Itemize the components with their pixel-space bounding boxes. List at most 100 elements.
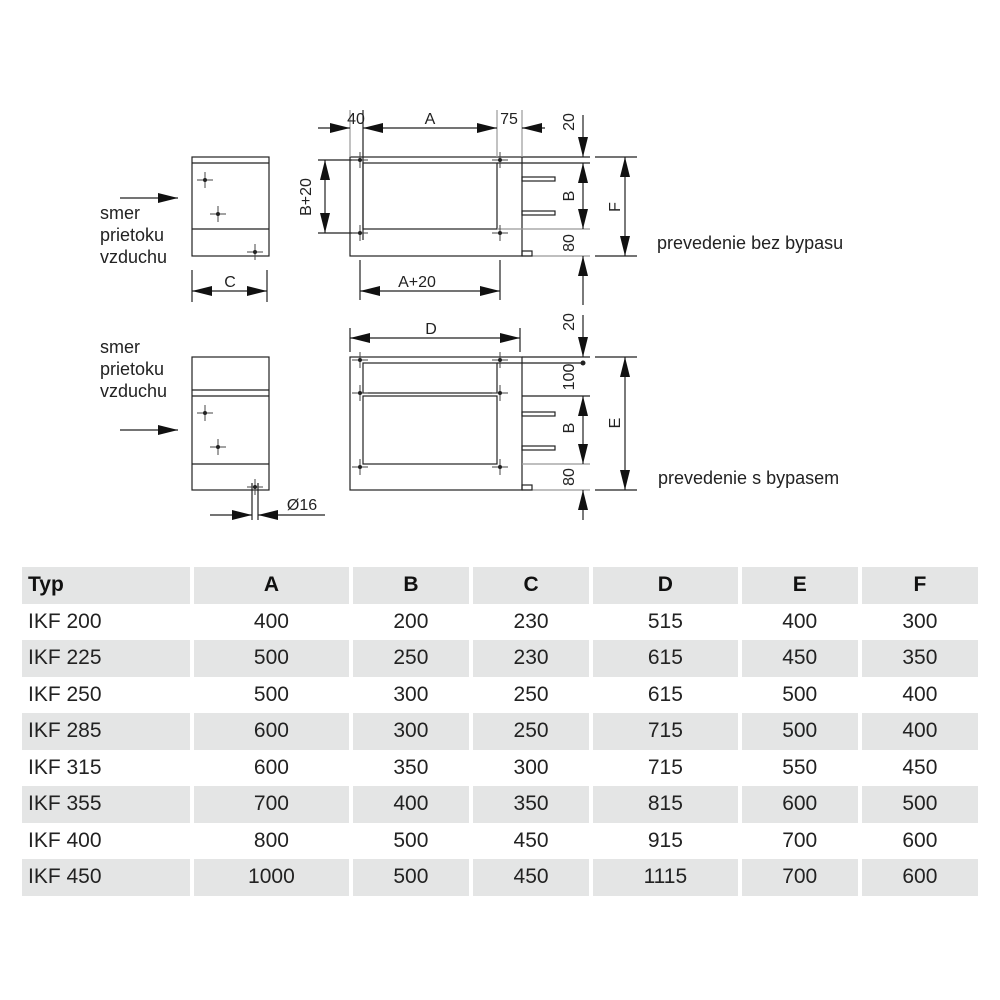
- column-header: B: [352, 567, 469, 604]
- cell-value: 915: [647, 828, 683, 852]
- dim-80: 80: [561, 234, 578, 252]
- flow-label-3: vzduchu: [100, 247, 167, 267]
- cell-value: 250: [472, 713, 590, 750]
- cell-value: 230: [472, 640, 590, 677]
- cell-value: 600: [253, 755, 289, 779]
- cell-value: 400: [902, 682, 938, 706]
- dim-diameter-16: Ø16: [287, 497, 317, 514]
- cell-value: 300: [902, 609, 938, 633]
- dim-75: 75: [500, 111, 518, 128]
- cell-value: 700: [741, 859, 858, 896]
- cell-value: 1115: [593, 859, 738, 896]
- cell-value: 615: [593, 640, 738, 677]
- cell-value: 500: [741, 713, 858, 750]
- cell-value: 450: [513, 828, 549, 852]
- cell-value: 230: [513, 609, 549, 633]
- cell-value: 250: [352, 640, 469, 677]
- cell-value: 500: [782, 682, 818, 706]
- dim-f: F: [607, 202, 624, 212]
- cell-value: 500: [861, 786, 978, 823]
- cell-type: IKF 400: [28, 828, 102, 852]
- cell-value: 515: [647, 609, 683, 633]
- cell-value: 600: [861, 859, 978, 896]
- dim-b: B: [561, 191, 578, 202]
- cell-value: 200: [393, 609, 429, 633]
- main-view-top: [318, 110, 637, 305]
- dim-b20: B+20: [298, 178, 315, 216]
- dim-c: C: [224, 274, 236, 291]
- cell-type: IKF 355: [22, 786, 190, 823]
- flow-label-2: prietoku: [100, 359, 164, 379]
- flow-label-1: smer: [100, 337, 140, 357]
- dim-80: 80: [561, 468, 578, 486]
- column-header: C: [472, 567, 590, 604]
- dim-a20: A+20: [398, 274, 436, 291]
- column-header: D: [593, 567, 738, 604]
- side-view-bottom: [120, 356, 325, 520]
- mounting-hole-markers: [197, 152, 508, 495]
- cell-value: 600: [741, 786, 858, 823]
- cell-value: 715: [647, 755, 683, 779]
- cell-value: 600: [194, 713, 349, 750]
- cell-value: 815: [593, 786, 738, 823]
- cell-type: IKF 250: [28, 682, 102, 706]
- dim-20: 20: [561, 313, 578, 331]
- dim-100: 100: [561, 364, 578, 391]
- dim-e: E: [607, 418, 624, 429]
- cell-value: 500: [253, 682, 289, 706]
- cell-value: 500: [393, 828, 429, 852]
- side-view-top: [120, 156, 270, 302]
- column-header: E: [741, 567, 858, 604]
- cell-value: 1000: [194, 859, 349, 896]
- cell-type: IKF 225: [22, 640, 190, 677]
- column-header: A: [194, 567, 349, 604]
- dim-40: 40: [347, 111, 365, 128]
- cell-value: 300: [393, 682, 429, 706]
- cell-value: 300: [352, 713, 469, 750]
- dim-20: 20: [561, 113, 578, 131]
- flow-label-1: smer: [100, 203, 140, 223]
- cell-type: IKF 200: [28, 609, 102, 633]
- cell-value: 400: [352, 786, 469, 823]
- main-view-bottom: [349, 315, 637, 520]
- cell-value: 350: [393, 755, 429, 779]
- cell-value: 450: [741, 640, 858, 677]
- cell-value: 615: [647, 682, 683, 706]
- caption-with-bypass: prevedenie s bypasem: [658, 468, 839, 488]
- flow-label-2: prietoku: [100, 225, 164, 245]
- flow-label-3: vzduchu: [100, 381, 167, 401]
- dimension-drawing: smer prietoku vzduchu smer prietoku vzdu…: [100, 110, 843, 520]
- cell-type: IKF 450: [22, 859, 190, 896]
- cell-value: 500: [194, 640, 349, 677]
- cell-value: 350: [472, 786, 590, 823]
- cell-value: 400: [253, 609, 289, 633]
- dim-b: B: [561, 423, 578, 434]
- table-row: IKF 250 500 300 250 615 500 400: [22, 677, 978, 714]
- cell-value: 450: [902, 755, 938, 779]
- cell-type: IKF 285: [22, 713, 190, 750]
- cell-value: 550: [782, 755, 818, 779]
- cell-value: 800: [253, 828, 289, 852]
- cell-type: IKF 315: [28, 755, 102, 779]
- cell-value: 715: [593, 713, 738, 750]
- table-row: IKF 200 400 200 230 515 400 300: [22, 604, 978, 641]
- cell-value: 400: [782, 609, 818, 633]
- dim-d: D: [425, 321, 437, 338]
- cell-value: 400: [861, 713, 978, 750]
- column-header: F: [861, 567, 978, 604]
- dim-a: A: [425, 111, 436, 128]
- caption-without-bypass: prevedenie bez bypasu: [657, 233, 843, 253]
- cell-value: 700: [194, 786, 349, 823]
- cell-value: 450: [472, 859, 590, 896]
- cell-value: 700: [782, 828, 818, 852]
- cell-value: 250: [513, 682, 549, 706]
- cell-value: 350: [861, 640, 978, 677]
